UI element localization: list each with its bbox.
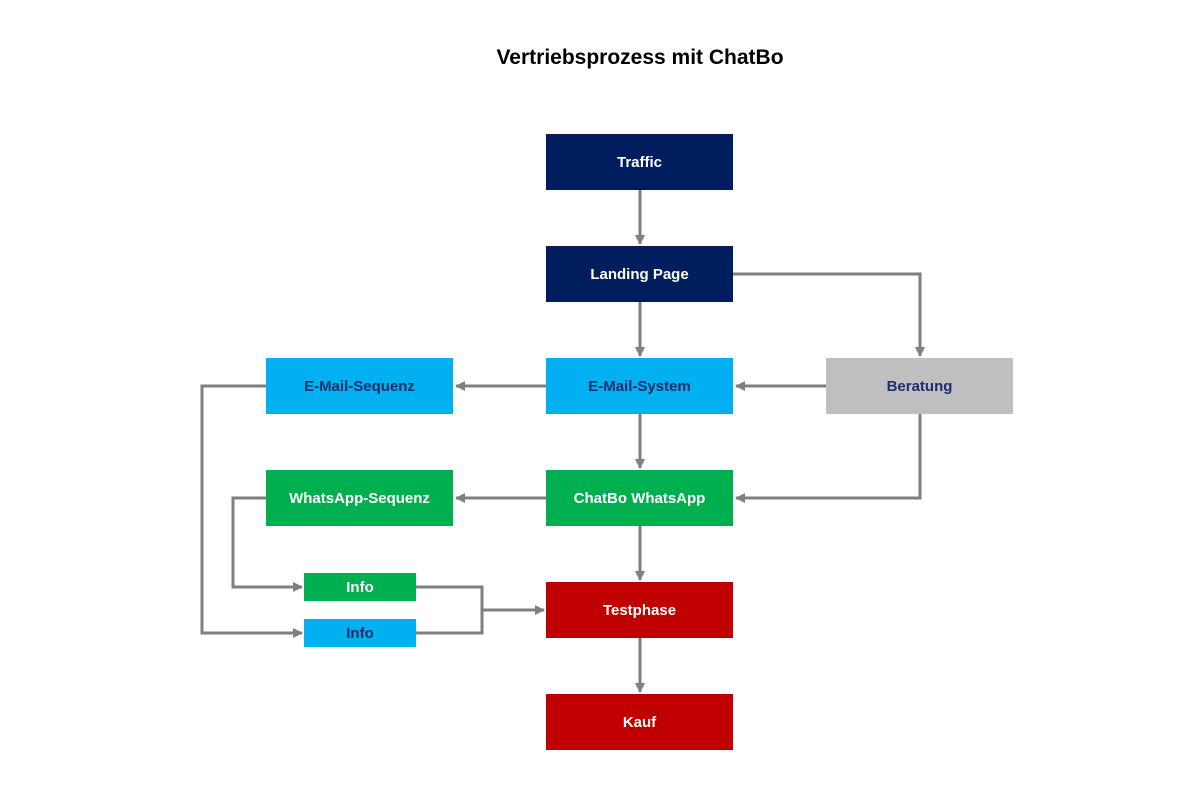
title-area: Vertriebsprozess mit ChatBo (0, 0, 1200, 100)
node-email-sequenz-label: E-Mail-Sequenz (304, 377, 415, 395)
node-email-system-label: E-Mail-System (588, 377, 691, 395)
node-email-system: E-Mail-System (546, 358, 733, 414)
node-kauf-label: Kauf (622, 713, 657, 731)
node-traffic-label: Traffic (616, 153, 662, 171)
node-testphase: Testphase (546, 582, 733, 638)
arrow-beratung-to-chatbo (735, 414, 922, 503)
node-landing-page: Landing Page (546, 246, 733, 302)
arrow-landing-to-beratung (733, 272, 925, 357)
diagram-title: Vertriebsprozess mit ChatBo (496, 46, 784, 69)
node-beratung: Beratung (826, 358, 1013, 414)
node-info-green-label: Info (346, 578, 374, 596)
node-chatbo-whatsapp-label: ChatBo WhatsApp (573, 489, 706, 507)
line-info-green-to-merge (416, 585, 484, 635)
arrow-email-sequenz-to-info-blue (200, 384, 303, 638)
arrow-whatsapp-sequenz-to-info-green (231, 496, 303, 592)
node-landing-page-label: Landing Page (590, 265, 689, 283)
node-beratung-label: Beratung (886, 377, 953, 395)
node-traffic: Traffic (546, 134, 733, 190)
node-whatsapp-sequenz: WhatsApp-Sequenz (266, 470, 453, 526)
node-info-blue-label: Info (346, 624, 374, 642)
node-chatbo-whatsapp: ChatBo WhatsApp (546, 470, 733, 526)
node-info-blue: Info (304, 619, 416, 647)
node-whatsapp-sequenz-label: WhatsApp-Sequenz (289, 489, 430, 507)
node-kauf: Kauf (546, 694, 733, 750)
node-info-green: Info (304, 573, 416, 601)
node-email-sequenz: E-Mail-Sequenz (266, 358, 453, 414)
node-testphase-label: Testphase (602, 601, 677, 619)
